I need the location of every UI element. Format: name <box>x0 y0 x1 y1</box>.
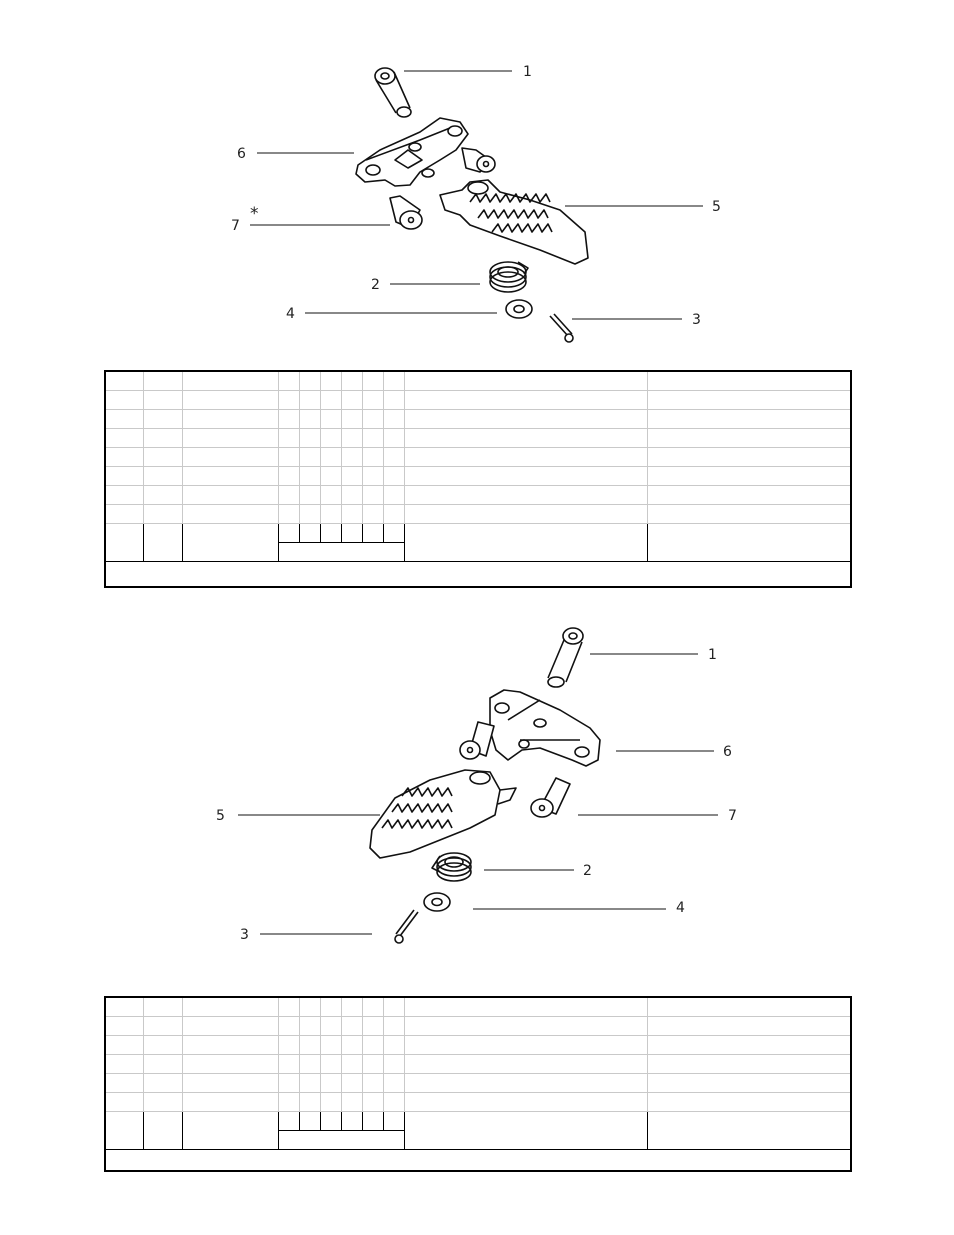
callout-2: 2 <box>371 277 380 293</box>
washer-part-4 <box>423 892 451 912</box>
table-row <box>104 485 852 505</box>
callout-6: 6 <box>237 146 246 162</box>
top-exploded-diagram: 1 6 5 7 * 2 4 3 <box>0 0 954 360</box>
footpeg-part-5 <box>439 179 589 265</box>
bolt-part-7-b <box>389 195 423 230</box>
pin-part-1 <box>374 67 412 118</box>
table-row <box>104 1054 852 1074</box>
top-parts-table <box>104 370 852 588</box>
callout-7: 7 <box>728 808 737 824</box>
callout-4: 4 <box>676 900 685 916</box>
table-row <box>104 1035 852 1055</box>
callout-5: 5 <box>216 808 225 824</box>
table-row <box>104 370 852 391</box>
bracket-part-6 <box>355 117 469 187</box>
footpeg-part-5 <box>369 769 517 859</box>
callout-3: 3 <box>240 927 249 943</box>
cotter-pin-part-3 <box>549 313 574 343</box>
table-footer-row <box>104 1149 852 1172</box>
table-row <box>104 1073 852 1093</box>
callout-2: 2 <box>583 863 592 879</box>
table-footer-row <box>104 561 852 588</box>
pin-part-1 <box>547 627 584 688</box>
table-row <box>104 996 852 1017</box>
callout-5: 5 <box>712 199 721 215</box>
table-row <box>104 466 852 486</box>
callout-3: 3 <box>692 312 701 328</box>
table-header-row <box>104 1111 852 1150</box>
bottom-exploded-diagram: 1 6 5 7 2 4 3 <box>0 600 954 970</box>
table-row <box>104 428 852 448</box>
callout-6: 6 <box>723 744 732 760</box>
bolt-part-7-b <box>530 777 571 818</box>
table-row <box>104 409 852 429</box>
callout-1: 1 <box>523 64 532 80</box>
bracket-part-6 <box>489 689 601 767</box>
bolt-part-7-a <box>461 147 496 173</box>
callout-7: 7 <box>231 218 240 234</box>
bottom-parts-table <box>104 996 852 1172</box>
table-row <box>104 504 852 524</box>
table-row <box>104 1092 852 1112</box>
bolt-part-7-a <box>459 721 495 760</box>
table-row <box>104 1016 852 1036</box>
table-row <box>104 390 852 410</box>
callout-1: 1 <box>708 647 717 663</box>
spring-part-2 <box>431 852 472 882</box>
callout-4: 4 <box>286 306 295 322</box>
cotter-pin-part-3 <box>394 909 419 944</box>
washer-part-4 <box>505 299 533 319</box>
table-header-row <box>104 523 852 562</box>
star-mark: * <box>250 204 259 224</box>
spring-part-2 <box>489 261 529 293</box>
table-row <box>104 447 852 467</box>
